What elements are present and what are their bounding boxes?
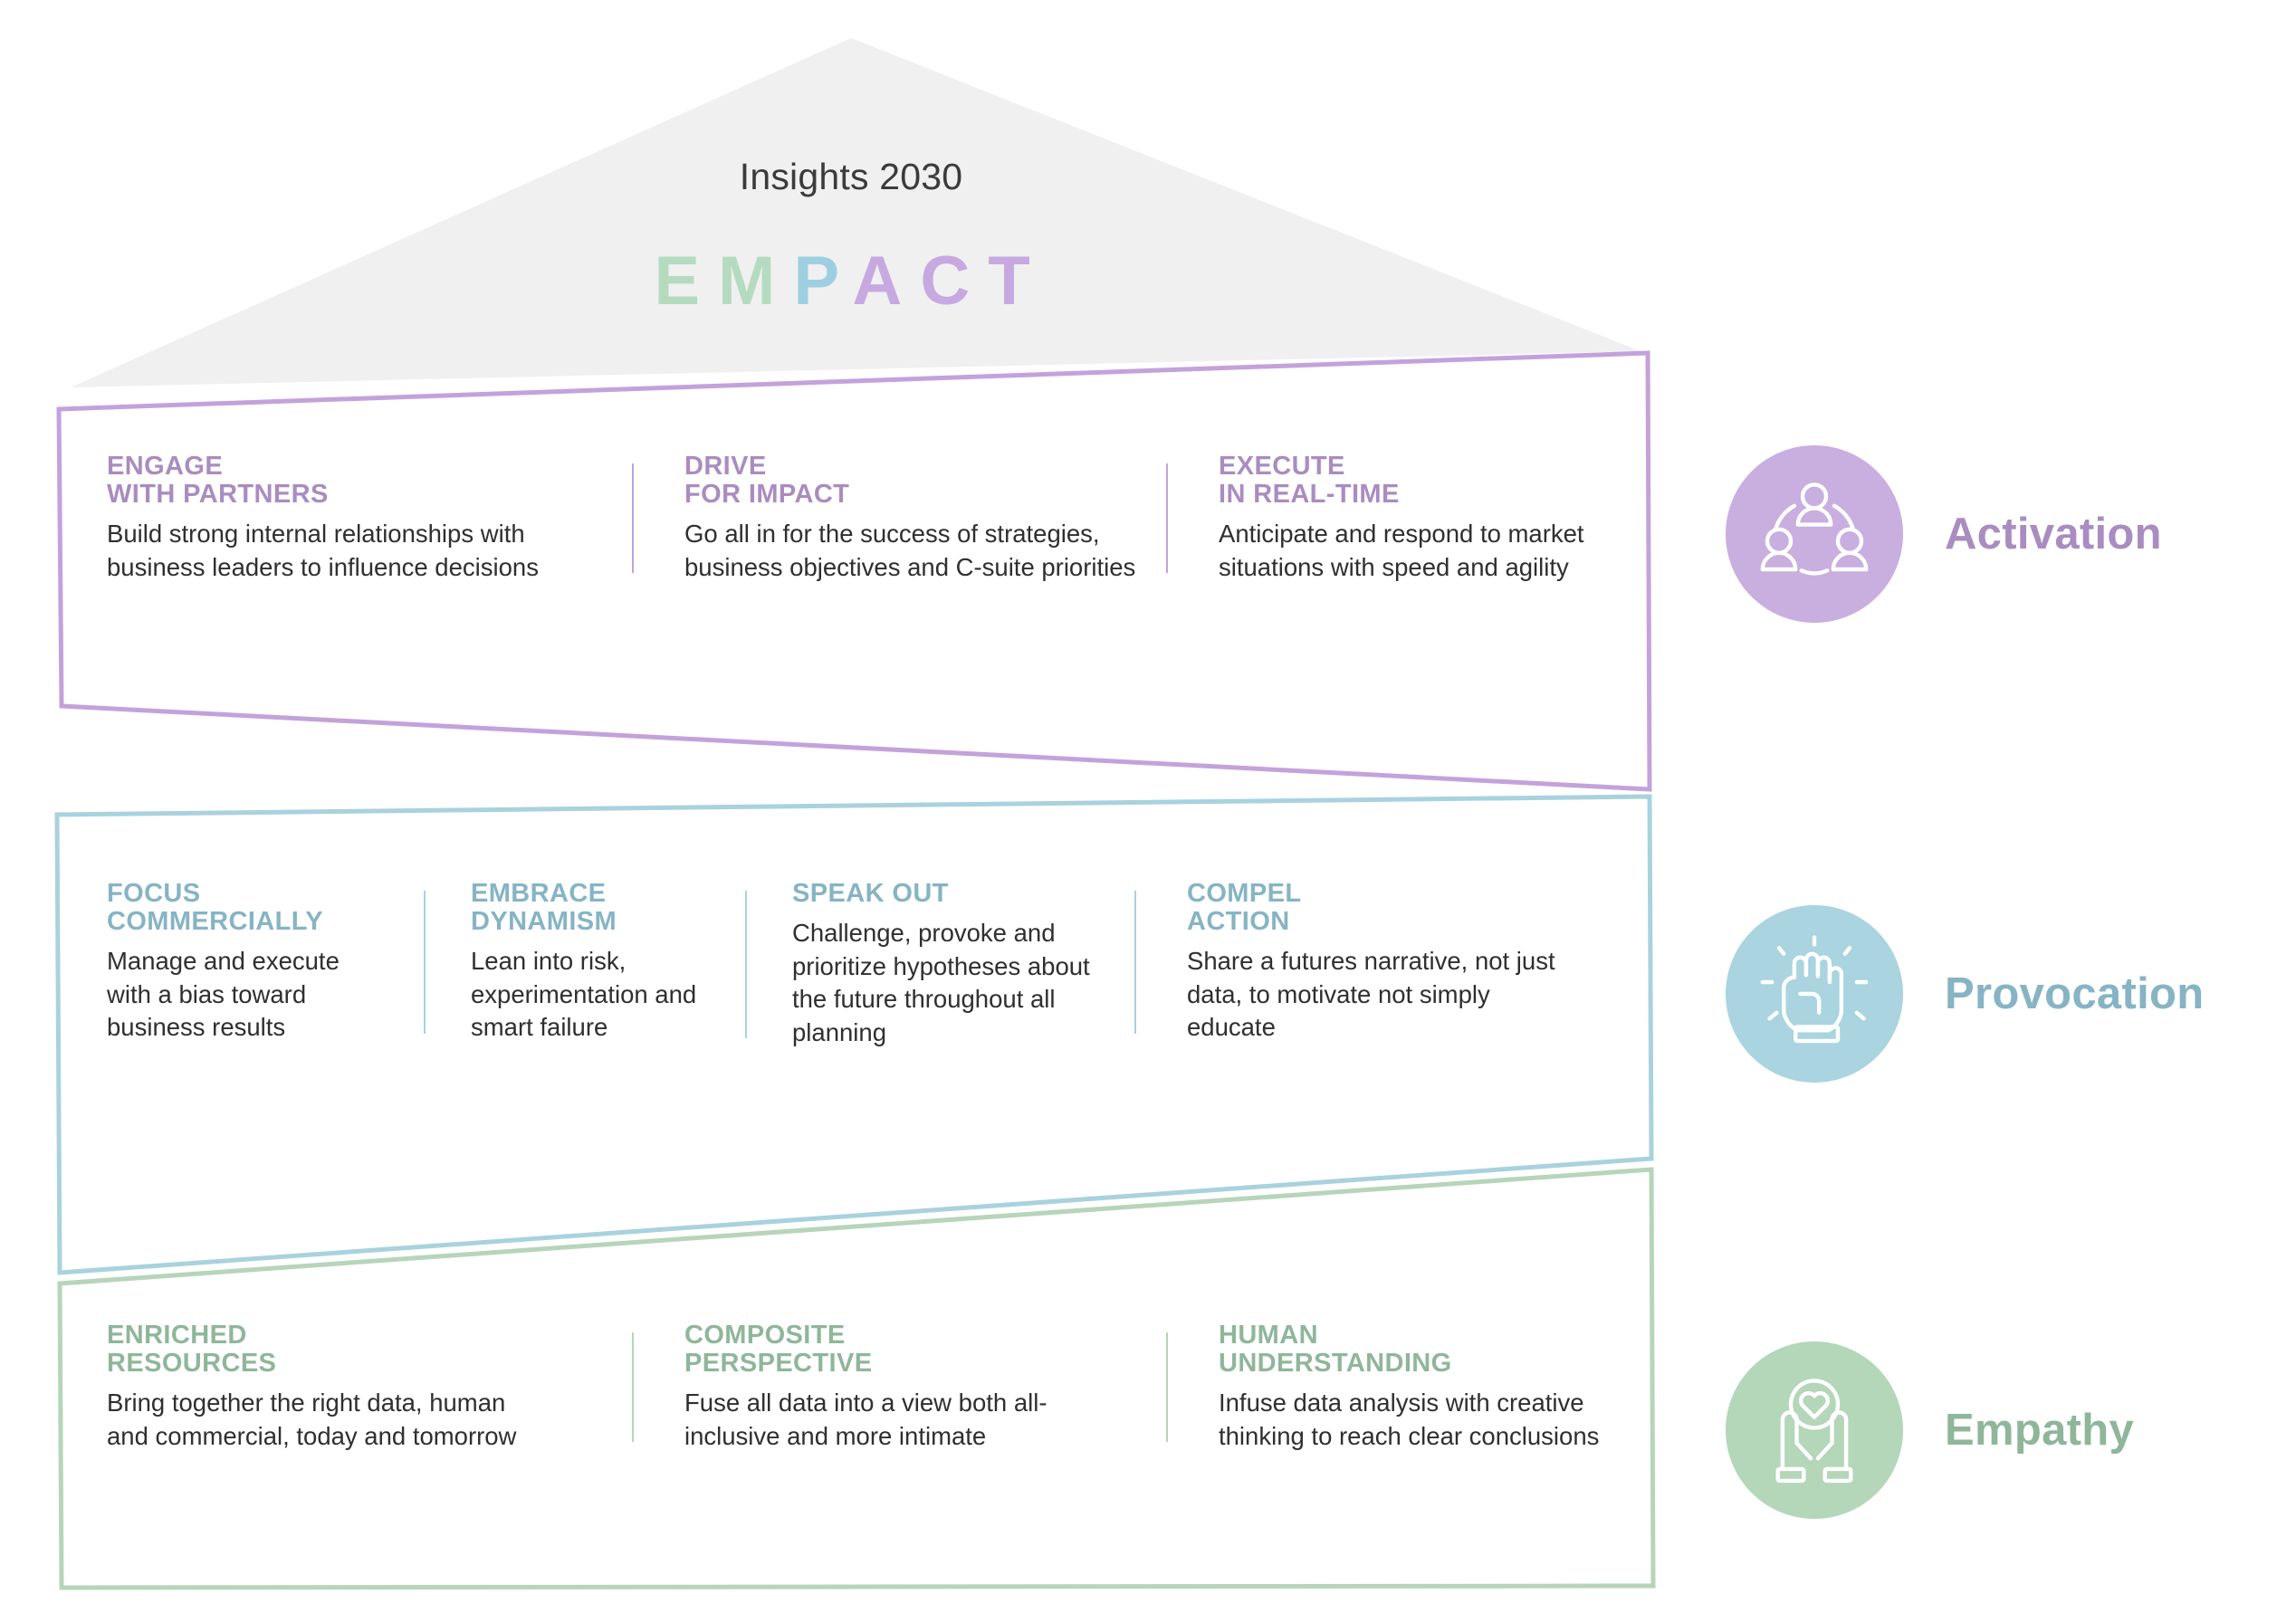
column-heading: EMBRACE DYNAMISM	[471, 879, 745, 937]
column-divider	[632, 1332, 634, 1443]
empathy-columns: ENRICHED RESOURCES Bring together the ri…	[107, 1321, 1628, 1453]
acronym-letter-p: P	[793, 243, 853, 320]
activation-band-shape	[56, 350, 1652, 792]
column-heading: FOCUS COMMERCIALLY	[107, 879, 424, 937]
pillar-empathy: Empathy	[1726, 1341, 2134, 1519]
heading-line-1: ENGAGE	[107, 452, 224, 481]
roof-acronym: EMPACT	[0, 247, 1702, 316]
column-body: Infuse data analysis with creative think…	[1219, 1389, 1600, 1450]
column-divider	[424, 891, 426, 1034]
heading-line-2: UNDERSTANDING	[1219, 1349, 1452, 1379]
empathy-band-shape	[57, 1167, 1656, 1590]
pillar-label: Empathy	[1945, 1406, 2135, 1455]
heading-line-2: IN REAL-TIME	[1219, 480, 1400, 510]
column-body: Fuse all data into a view both all-inclu…	[684, 1389, 1048, 1450]
column-heading: COMPEL ACTION	[1187, 879, 1569, 937]
heading-line-2: DYNAMISM	[471, 907, 617, 937]
column-heading: HUMAN UNDERSTANDING	[1219, 1321, 1592, 1379]
pillar-label: Provocation	[1945, 969, 2205, 1018]
column-heading: ENRICHED RESOURCES	[107, 1321, 632, 1379]
column-divider	[1134, 891, 1136, 1034]
heading-line-2: WITH PARTNERS	[107, 480, 329, 510]
roof-shape	[71, 38, 1641, 387]
column-heading: SPEAK OUT	[792, 879, 1134, 908]
column-heading: ENGAGE WITH PARTNERS	[107, 452, 632, 510]
raised-fist-icon	[1726, 905, 1903, 1083]
column-divider	[745, 891, 747, 1039]
pillar-provocation: Provocation	[1726, 905, 2204, 1083]
heading-line-2: ACTION	[1187, 907, 1290, 937]
heading-line-2: RESOURCES	[107, 1349, 277, 1379]
column-divider	[1166, 1332, 1168, 1443]
column-body: Bring together the right data, human and…	[107, 1389, 517, 1450]
heading-line-1: EXECUTE	[1219, 452, 1345, 481]
column-body: Go all in for the success of strategies,…	[684, 520, 1136, 581]
column-divider	[1166, 463, 1168, 574]
column-body: Manage and execute with a bias toward bu…	[107, 947, 340, 1042]
column-body: Share a futures narrative, not just data…	[1187, 947, 1555, 1042]
pillar-label: Activation	[1945, 510, 2162, 558]
acronym-letter-t: T	[988, 243, 1048, 320]
column-focus-commercially: FOCUS COMMERCIALLY Manage and execute wi…	[107, 879, 424, 1045]
column-human-understanding: HUMAN UNDERSTANDING Infuse data analysis…	[1166, 1321, 1599, 1453]
column-compel-action: COMPEL ACTION Share a futures narrative,…	[1134, 879, 1569, 1045]
column-body: Challenge, provoke and prioritize hypoth…	[792, 919, 1090, 1046]
acronym-letter-e: E	[654, 243, 719, 320]
acronym-letter-c: C	[920, 243, 989, 320]
heading-line-2: PERSPECTIVE	[684, 1349, 873, 1379]
provocation-band-shape	[54, 794, 1654, 1275]
column-body: Build strong internal relationships with…	[107, 520, 539, 581]
people-network-icon	[1726, 445, 1903, 623]
column-heading: EXECUTE IN REAL-TIME	[1219, 452, 1592, 510]
column-body: Lean into risk, experimentation and smar…	[471, 947, 697, 1042]
heading-line-1: ENRICHED	[107, 1321, 247, 1350]
heading-line-2: FOR IMPACT	[684, 480, 850, 510]
column-execute-in-real-time: EXECUTE IN REAL-TIME Anticipate and resp…	[1166, 452, 1592, 584]
heading-line-1: FOCUS	[107, 879, 201, 908]
column-heading: DRIVE FOR IMPACT	[684, 452, 1166, 510]
column-heading: COMPOSITE PERSPECTIVE	[684, 1321, 1166, 1379]
roof-title: Insights 2030	[739, 156, 963, 197]
column-composite-perspective: COMPOSITE PERSPECTIVE Fuse all data into…	[632, 1321, 1166, 1453]
column-body: Anticipate and respond to market situati…	[1219, 520, 1584, 581]
heading-line-2: COMMERCIALLY	[107, 907, 323, 937]
hands-holding-heart-icon	[1726, 1341, 1903, 1519]
heading-line-1: COMPOSITE	[684, 1321, 846, 1350]
heading-line-1: EMBRACE	[471, 879, 607, 908]
provocation-columns: FOCUS COMMERCIALLY Manage and execute wi…	[107, 879, 1646, 1049]
column-divider	[632, 463, 634, 574]
heading-line-1: COMPEL	[1187, 879, 1302, 908]
column-drive-for-impact: DRIVE FOR IMPACT Go all in for the succe…	[632, 452, 1166, 584]
activation-columns: ENGAGE WITH PARTNERS Build strong intern…	[107, 452, 1610, 584]
acronym-letter-m: M	[718, 243, 794, 320]
column-speak-out: SPEAK OUT Challenge, provoke and priorit…	[745, 879, 1134, 1049]
column-engage-with-partners: ENGAGE WITH PARTNERS Build strong intern…	[107, 452, 632, 584]
heading-line-1: DRIVE	[684, 452, 767, 481]
column-enriched-resources: ENRICHED RESOURCES Bring together the ri…	[107, 1321, 632, 1453]
pillar-activation: Activation	[1726, 445, 2162, 623]
heading-line-1: SPEAK OUT	[792, 879, 949, 908]
heading-line-1: HUMAN	[1219, 1321, 1318, 1350]
column-embrace-dynamism: EMBRACE DYNAMISM Lean into risk, experim…	[424, 879, 745, 1045]
acronym-letter-a: A	[852, 243, 921, 320]
